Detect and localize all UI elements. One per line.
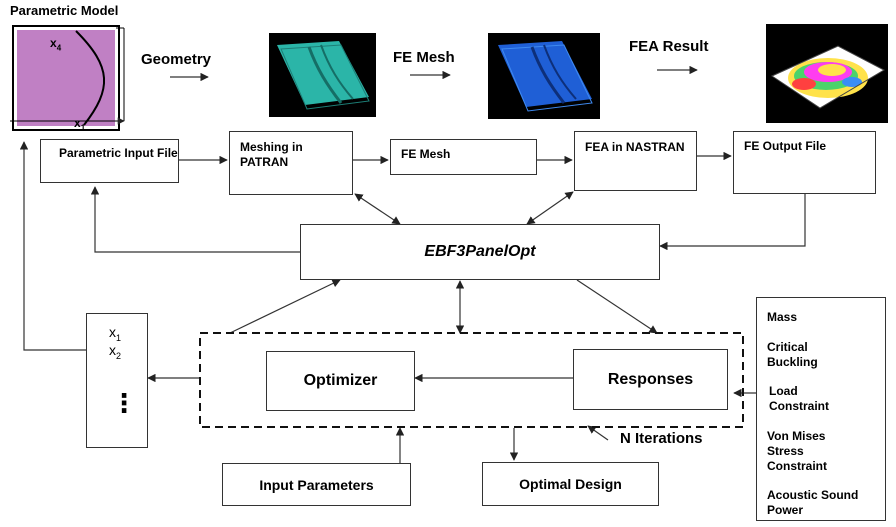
arrow-to-ebf3-left [229,279,341,334]
response-mass: Mass [767,310,798,324]
parametric-curve [75,30,106,126]
variable-x2: x2 [109,342,122,361]
arrow-n-iterations [587,425,609,441]
responses-list-box: Mass Critical Buckling Load Constraint V… [756,297,886,521]
fea-in-nastran-box: FEA in NASTRAN [574,131,697,191]
optimal-design-label: Optimal Design [519,476,622,492]
fea-result-label: FEA Result [629,38,709,55]
optimal-design-box: Optimal Design [482,462,659,506]
meshing-in-patran-box: Meshing in PATRAN [229,131,353,195]
response-critical-buckling: Critical Buckling [767,340,818,369]
n-iterations-label: N Iterations [620,430,703,447]
arrow-fea-ebf3 [526,191,574,225]
geometry-image [269,33,376,117]
response-load-constraint: Load Constraint [769,384,829,413]
variables-ellipsis: ⋮ [111,388,137,418]
fe-mesh-label: FE Mesh [393,49,455,66]
optimizer-box: Optimizer [266,351,415,411]
arrow-ebf3-to-responses [576,279,658,334]
fe-mesh-image [488,33,600,119]
x4-label: x4 [50,36,62,53]
parametric-input-file-box: Parametric Input File [40,139,179,183]
model-axes [10,27,125,125]
arrow-meshing-ebf3 [354,193,401,225]
optimization-loop-boundary [199,332,744,428]
input-parameters-box: Input Parameters [222,463,411,506]
responses-label: Responses [607,370,694,388]
ebf3panelopt-label: EBF3PanelOpt [424,243,536,260]
arrow-output-to-ebf3 [659,194,806,251]
responses-box: Responses [573,349,728,410]
parametric-model-panel: x4 [12,25,120,131]
fea-result-image [766,24,888,123]
geometry-label: Geometry [141,51,212,68]
response-von-mises: Von Mises Stress Constraint [767,429,827,473]
parametric-model-fill [17,30,115,126]
optimizer-label: Optimizer [303,372,378,389]
fe-output-file-box: FE Output File [733,131,876,194]
response-acoustic: Acoustic Sound Power [767,488,859,517]
fe-mesh-box: FE Mesh [390,139,537,175]
parametric-model-title: Parametric Model [10,3,119,18]
arrow-variables-to-model [19,141,86,351]
variable-x1: x1 [109,324,122,343]
input-parameters-label: Input Parameters [259,476,374,493]
arrow-ebf3-to-input [90,186,300,253]
ebf3panelopt-box: EBF3PanelOpt [300,224,660,280]
x1-label: x1 [74,116,86,133]
design-variables-box: x1 x2 ⋮ [86,313,148,448]
